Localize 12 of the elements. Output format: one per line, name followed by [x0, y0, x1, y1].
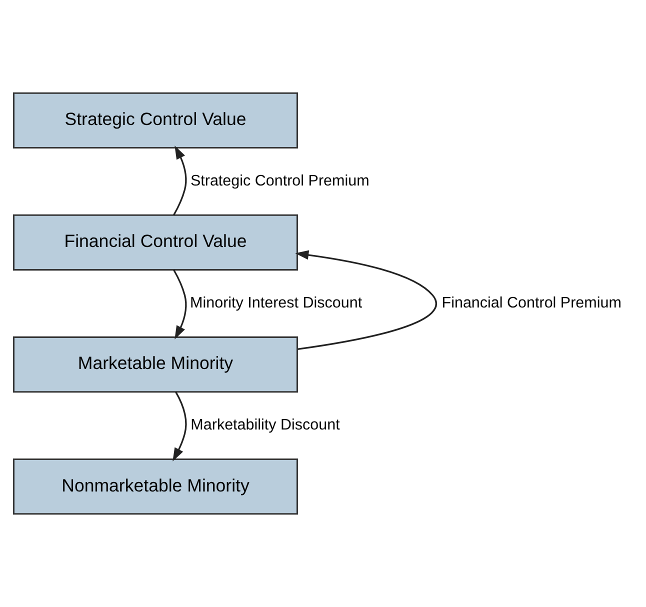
arrow	[173, 146, 187, 216]
node-box: Marketable Minority	[12, 336, 298, 393]
arrow	[173, 269, 187, 340]
edge-label: Marketability Discount	[190, 416, 340, 434]
edge-label: Financial Control Premium	[442, 294, 622, 312]
edge-label: Strategic Control Premium	[190, 172, 370, 190]
arrow	[172, 392, 187, 462]
node-box: Nonmarketable Minority	[12, 458, 298, 515]
node-box: Strategic Control Value	[12, 92, 298, 149]
edge-label: Minority Interest Discount	[190, 294, 362, 312]
node-box: Financial Control Value	[12, 214, 298, 271]
arrow	[295, 250, 437, 350]
